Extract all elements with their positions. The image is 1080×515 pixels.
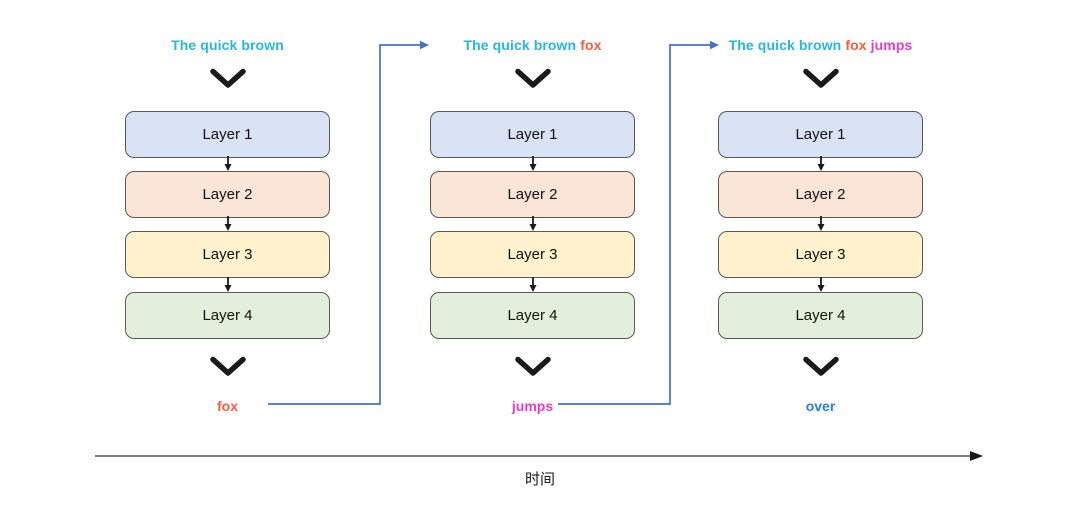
layer-label: Layer 3 <box>202 246 253 263</box>
input-sequence: The quick brown fox jumps <box>648 37 993 53</box>
timestep-column-2: The quick brown fox Layer 1 Layer 2 Laye… <box>430 0 635 515</box>
chevron-down-icon <box>209 356 247 379</box>
input-token-fox: fox <box>845 37 867 53</box>
layer-label: Layer 1 <box>202 126 253 143</box>
layer-box: Layer 3 <box>430 231 635 278</box>
timestep-column-3: The quick brown fox jumps Layer 1 Layer … <box>718 0 923 515</box>
layer-label: Layer 3 <box>795 246 846 263</box>
layer-label: Layer 2 <box>507 186 558 203</box>
arrow-down-icon <box>223 156 233 171</box>
chevron-down-icon <box>209 68 247 91</box>
arrow-down-icon <box>528 216 538 231</box>
layer-box: Layer 1 <box>718 111 923 158</box>
layer-label: Layer 2 <box>202 186 253 203</box>
input-token-prefix: The quick brown <box>171 37 284 53</box>
layer-label: Layer 1 <box>507 126 558 143</box>
timestep-column-1: The quick brown Layer 1 Layer 2 Layer 3 … <box>125 0 330 515</box>
arrow-down-icon <box>816 216 826 231</box>
layer-box: Layer 2 <box>430 171 635 218</box>
layer-label: Layer 4 <box>795 307 846 324</box>
layer-box: Layer 1 <box>125 111 330 158</box>
layer-label: Layer 3 <box>507 246 558 263</box>
layer-box: Layer 3 <box>718 231 923 278</box>
layer-label: Layer 2 <box>795 186 846 203</box>
output-token: jumps <box>511 398 554 414</box>
arrow-down-icon <box>528 277 538 292</box>
layer-box: Layer 1 <box>430 111 635 158</box>
chevron-down-icon <box>514 356 552 379</box>
time-axis-arrow <box>970 451 983 461</box>
input-token-fox: fox <box>580 37 602 53</box>
layer-label: Layer 4 <box>507 307 558 324</box>
layer-box: Layer 4 <box>718 292 923 339</box>
layer-box: Layer 2 <box>718 171 923 218</box>
input-token-prefix: The quick brown <box>463 37 577 53</box>
arrow-down-icon <box>528 156 538 171</box>
arrow-down-icon <box>816 156 826 171</box>
arrow-down-icon <box>816 277 826 292</box>
output-token: fox <box>217 398 238 414</box>
layer-box: Layer 4 <box>430 292 635 339</box>
input-token-jumps: jumps <box>870 37 913 53</box>
time-axis-label: 时间 <box>524 471 555 488</box>
input-token-prefix: The quick brown <box>728 37 842 53</box>
layer-label: Layer 1 <box>795 126 846 143</box>
output-token: over <box>805 398 836 414</box>
chevron-down-icon <box>514 68 552 91</box>
chevron-down-icon <box>802 356 840 379</box>
chevron-down-icon <box>802 68 840 91</box>
layer-box: Layer 4 <box>125 292 330 339</box>
arrow-down-icon <box>223 277 233 292</box>
arrow-down-icon <box>223 216 233 231</box>
layer-box: Layer 2 <box>125 171 330 218</box>
layer-box: Layer 3 <box>125 231 330 278</box>
input-sequence: The quick brown <box>55 37 400 53</box>
layer-label: Layer 4 <box>202 307 253 324</box>
